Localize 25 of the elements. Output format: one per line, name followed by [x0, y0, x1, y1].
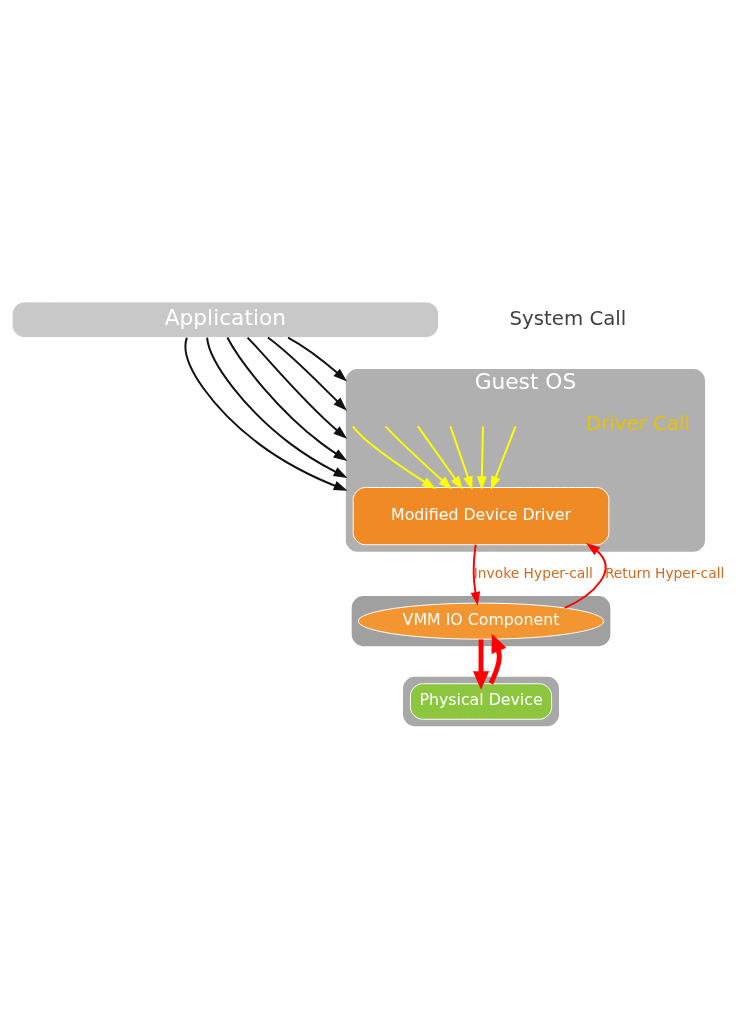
edge-label: Return Hyper-call	[604, 564, 725, 581]
arrow	[266, 336, 347, 411]
arrow	[416, 424, 463, 490]
arrow	[472, 639, 490, 690]
arrow	[470, 543, 481, 606]
arrow	[488, 633, 507, 684]
arrow	[351, 424, 436, 489]
arrow	[184, 336, 348, 491]
label: Driver Call	[586, 411, 690, 435]
arrow	[226, 336, 348, 461]
node-box: Physical Device	[409, 682, 553, 720]
edge-label: Invoke Hyper-call	[473, 564, 593, 581]
arrow	[449, 424, 473, 490]
arrow	[384, 424, 453, 489]
arrow	[477, 424, 487, 490]
node-box: Modified Device Driver	[352, 486, 610, 545]
arrow	[287, 336, 348, 382]
arrow	[490, 424, 517, 490]
cluster	[349, 593, 613, 648]
arrow	[246, 336, 348, 439]
arrow	[206, 336, 348, 478]
arrow	[563, 542, 607, 609]
node-ellipse: VMM IO Component	[357, 602, 605, 640]
label: System Call	[509, 306, 627, 330]
cluster	[401, 674, 561, 728]
